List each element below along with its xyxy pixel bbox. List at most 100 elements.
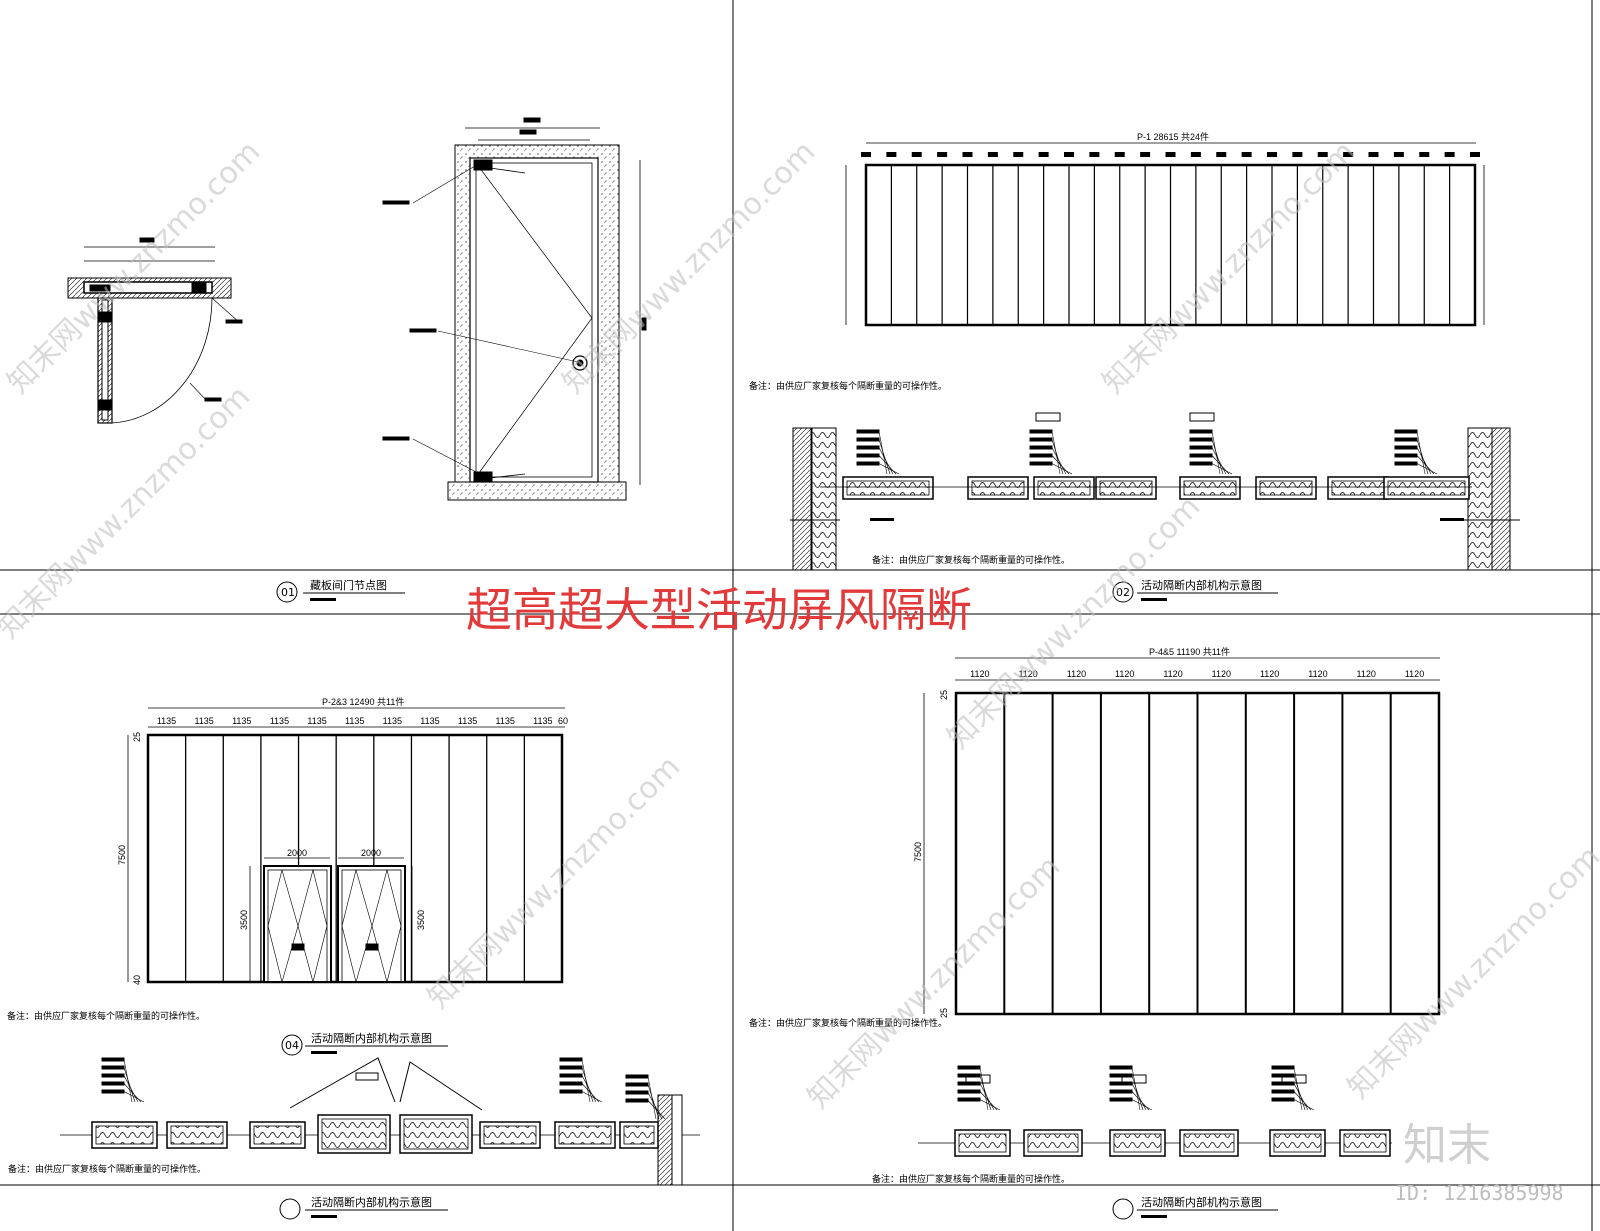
section-insulation (958, 1133, 1007, 1153)
panel-06-caption: 活动隔断内部机构示意图 (1141, 1195, 1262, 1209)
leader-tag (1029, 445, 1053, 450)
panel-01-plan-node (67, 237, 243, 424)
leader-tag (856, 445, 880, 450)
module-width-label: 1120 (1308, 669, 1327, 679)
brand-logo: 知末 (1403, 1120, 1491, 1171)
dimension-tag (1470, 152, 1480, 157)
section-insulation (1099, 480, 1153, 496)
panel-06-top-gap: 25 (939, 690, 949, 700)
leader-tag (1394, 437, 1418, 442)
module-width-label: 1120 (1067, 669, 1086, 679)
module-width-label: 1135 (232, 716, 251, 726)
section-insulation (95, 1125, 154, 1145)
panel-05-caption: 活动隔断内部机构示意图 (311, 1195, 432, 1209)
section-insulation (321, 1118, 387, 1150)
panel-02-elevation: P-1 28615 共24件 备注：由供应厂家复核每个隔断重量的可操作性。 (749, 131, 1485, 391)
watermark-1: 知末网www.znzmo.com (1, 134, 267, 400)
leader-tag (1271, 1065, 1295, 1070)
dimension-tag (987, 152, 998, 157)
leader-tag (1189, 429, 1213, 434)
section-insulation (483, 1125, 537, 1145)
leader-tag (957, 1065, 981, 1070)
door-right (337, 857, 413, 984)
section-insulation (253, 1125, 302, 1145)
section-insulation (971, 480, 1025, 496)
leader-line (1211, 463, 1233, 475)
module-width-label: 1135 (420, 716, 439, 726)
panel-01-caption: 藏板间门节点图 (310, 578, 387, 592)
section-insulation (1183, 480, 1237, 496)
panel-03-top-gap: 25 (132, 732, 142, 742)
dimension-tag (1089, 152, 1100, 157)
module-end-label: 60 (558, 716, 568, 726)
section-insulation (1037, 480, 1091, 496)
leader-tag (1189, 453, 1213, 458)
leader-tag (625, 1082, 649, 1087)
leader-tag (559, 1073, 583, 1078)
panel-06-partition-modules (1003, 693, 1392, 1014)
module-width-label: 1135 (157, 716, 176, 726)
section-insulation (1273, 1133, 1322, 1153)
main-title: 超高超大型活动屏风隔断 (466, 585, 972, 636)
leader-tag (1109, 1097, 1133, 1102)
leader-tag (1394, 445, 1418, 450)
leader-tag (1029, 437, 1053, 442)
module-width-label: 1120 (1212, 669, 1231, 679)
panel-06-height: 7500 (913, 842, 923, 862)
leader-tag (1189, 461, 1213, 466)
id-label: ID: 1216385998 (1395, 1181, 1564, 1205)
watermark-4: 知末网www.znzmo.com (0, 379, 257, 645)
section-insulation (403, 1118, 469, 1150)
section-insulation (170, 1125, 224, 1145)
dimension-tag (1140, 152, 1151, 157)
label-box (1121, 1074, 1147, 1084)
panel-01-number: 01 (281, 586, 295, 599)
panel-05-section-details: 备注：由供应厂家复核每个隔断重量的可操作性。 (8, 1057, 700, 1186)
leader-tag (101, 1073, 125, 1078)
panel-02-dimension-tags (861, 152, 1480, 157)
dimension-tag (1241, 152, 1252, 157)
section-insulation (1113, 1133, 1162, 1153)
leader-tag (559, 1081, 583, 1086)
leader-tag (101, 1057, 125, 1062)
leader-tag (1189, 437, 1213, 442)
leader-line (647, 1092, 663, 1120)
panel-02-section-note: 备注：由供应厂家复核每个隔断重量的可操作性。 (872, 554, 1070, 565)
leader-tag (1271, 1097, 1295, 1102)
leader-tag (856, 461, 880, 466)
section-insulation (1183, 1133, 1235, 1153)
section-insulation (1331, 480, 1385, 496)
dimension-tag (1317, 152, 1328, 157)
leader-line (1416, 439, 1429, 475)
leader-tag (559, 1089, 583, 1094)
leader-tag (856, 437, 880, 442)
module-width-label: 1135 (270, 716, 289, 726)
door-left-width: 2000 (287, 848, 307, 858)
section-insulation (623, 1125, 655, 1145)
leader-tag (559, 1057, 583, 1062)
dimension-tag (886, 152, 897, 157)
leader-line (878, 439, 891, 475)
leader-line (123, 1067, 136, 1103)
dimension-tag (1216, 152, 1227, 157)
panel-02-note: 备注：由供应厂家复核每个隔断重量的可操作性。 (749, 380, 947, 391)
leader-tag (957, 1089, 981, 1094)
dimension-tag (1165, 152, 1176, 157)
module-width-label: 1135 (496, 716, 515, 726)
leader-line (581, 1091, 603, 1103)
panel-06-bottom-gap: 25 (939, 1008, 949, 1018)
dimension-tag (911, 152, 922, 157)
door-left-height: 3500 (239, 910, 249, 930)
section-insulation (846, 480, 930, 496)
module-width-label: 1120 (1357, 669, 1376, 679)
leader-tag (625, 1090, 649, 1095)
dimension-tag (1292, 152, 1303, 157)
panel-01-door-elevation (382, 117, 647, 501)
leader-tag (1189, 445, 1213, 450)
module-width-label: 1135 (307, 716, 326, 726)
panel-02-section-details: 备注：由供应厂家复核每个隔断重量的可操作性。 (790, 412, 1520, 571)
